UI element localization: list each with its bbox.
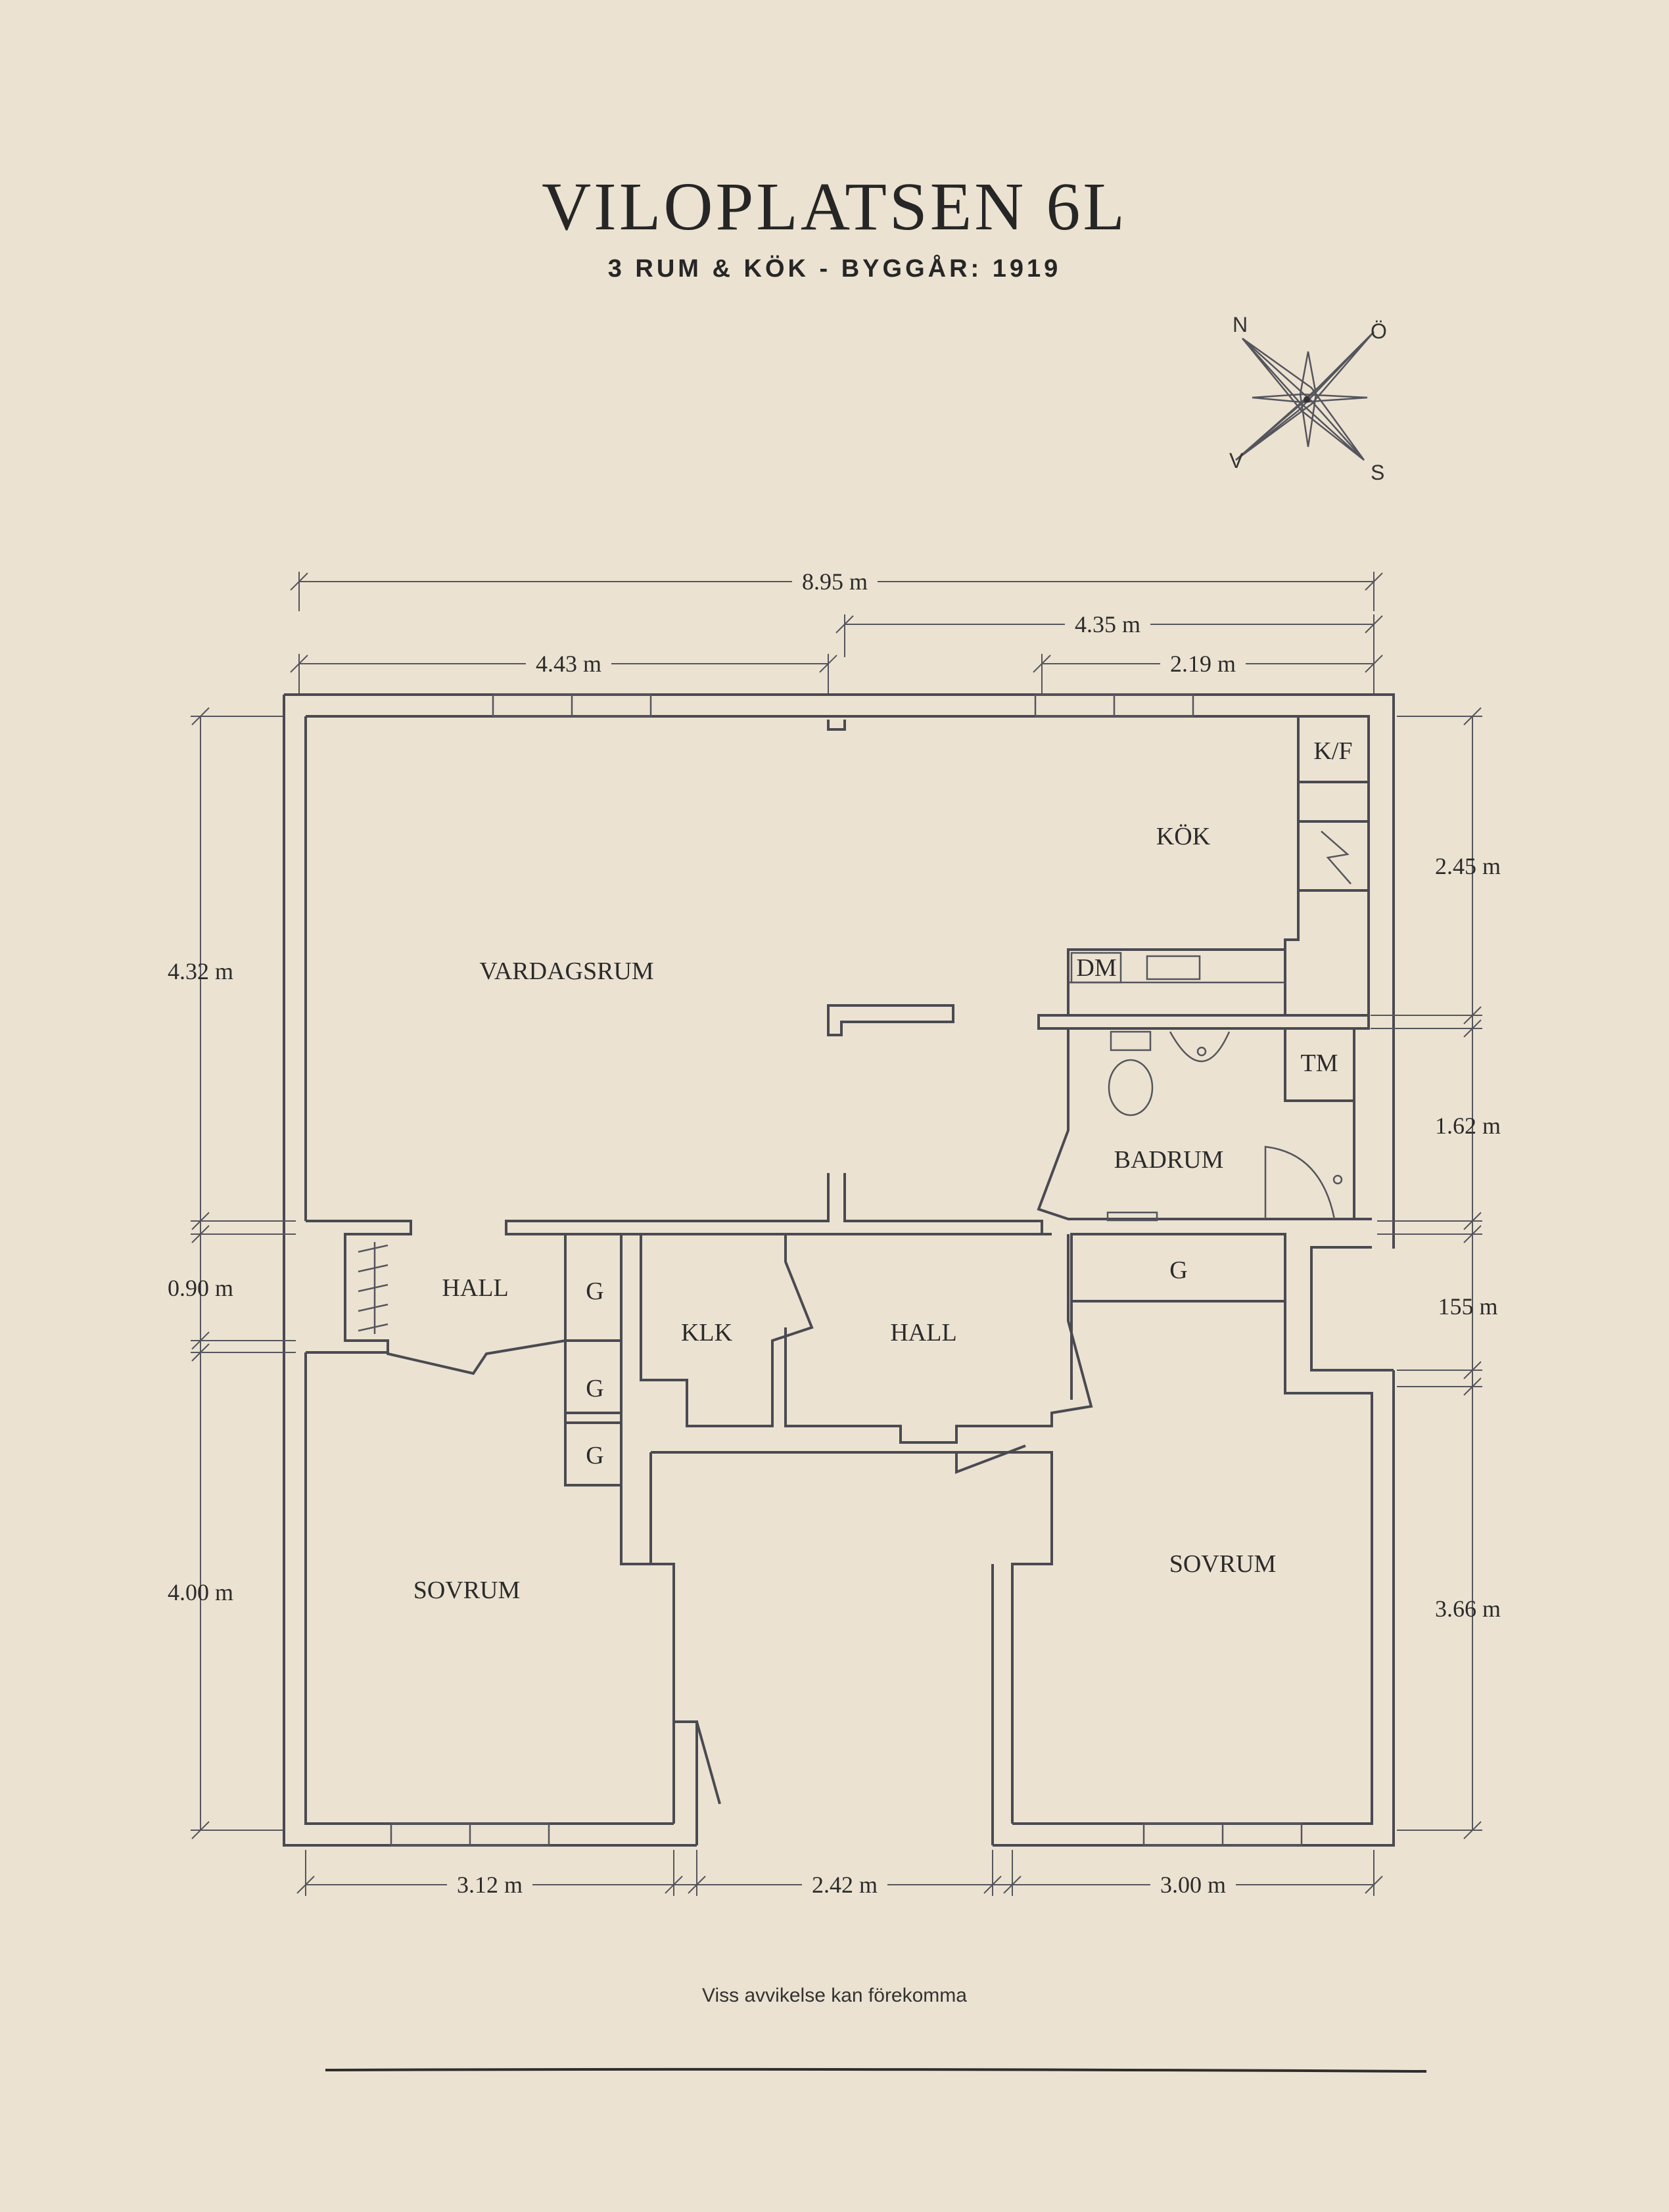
compass-s: S [1371,461,1384,484]
compass-w: V [1229,449,1244,472]
dim-right-bad: 1.62 m [1435,1113,1501,1139]
dim-right-kok: 2.45 m [1435,853,1501,879]
outer-walls [283,693,1395,1847]
dim-right-lower: 3.66 m [1435,1596,1501,1622]
room-kok: KÖK [1156,823,1211,850]
room-tm: TM [1301,1049,1338,1077]
dim-total-width: 8.95 m [802,568,868,595]
room-sovrum-right: SOVRUM [1169,1550,1277,1578]
interior-walls [306,716,1372,1565]
dim-left-middle: 0.90 m [168,1275,233,1301]
room-g2: G [586,1375,603,1402]
dim-bottom-right: 3.00 m [1160,1872,1226,1898]
room-badrum: BADRUM [1114,1146,1224,1174]
compass-rose-icon: N Ö V S [1229,313,1387,484]
room-labels: VARDAGSRUM KÖK K/F DM TM BADRUM HALL HAL… [413,737,1353,1604]
dim-top-right: 2.19 m [1170,651,1236,677]
room-hall-center: HALL [890,1319,956,1347]
windows [390,693,1303,1847]
room-vardagsrum: VARDAGSRUM [479,957,653,985]
room-g3: G [586,1442,603,1469]
room-hall-left: HALL [442,1274,508,1302]
room-g4: G [1169,1256,1187,1284]
page-title: VILOPLATSEN 6L [542,169,1127,244]
compass-e: Ö [1371,319,1387,343]
dim-right-g: 155 m [1438,1293,1497,1320]
room-sovrum-left: SOVRUM [413,1577,521,1604]
room-dm: DM [1076,954,1116,982]
dim-left-lower: 4.00 m [168,1579,233,1605]
compass-n: N [1233,313,1248,336]
dim-bottom-left: 3.12 m [457,1872,523,1898]
page-subtitle: 3 RUM & KÖK - BYGGÅR: 1919 [607,255,1062,283]
dim-right-upper: 4.35 m [1075,611,1140,637]
dimension-labels: 8.95 m 4.35 m 4.43 m 2.19 m 4.32 m 0.90 … [168,566,1501,1899]
dim-bottom-center: 2.42 m [812,1872,878,1898]
room-kf: K/F [1313,737,1352,765]
room-klk: KLK [681,1319,733,1347]
room-g1: G [586,1278,603,1305]
footer-rule [325,2067,1427,2073]
dim-top-left: 4.43 m [536,651,601,677]
dim-left-upper: 4.32 m [168,958,233,984]
disclaimer: Viss avvikelse kan förekomma [702,1985,967,2006]
